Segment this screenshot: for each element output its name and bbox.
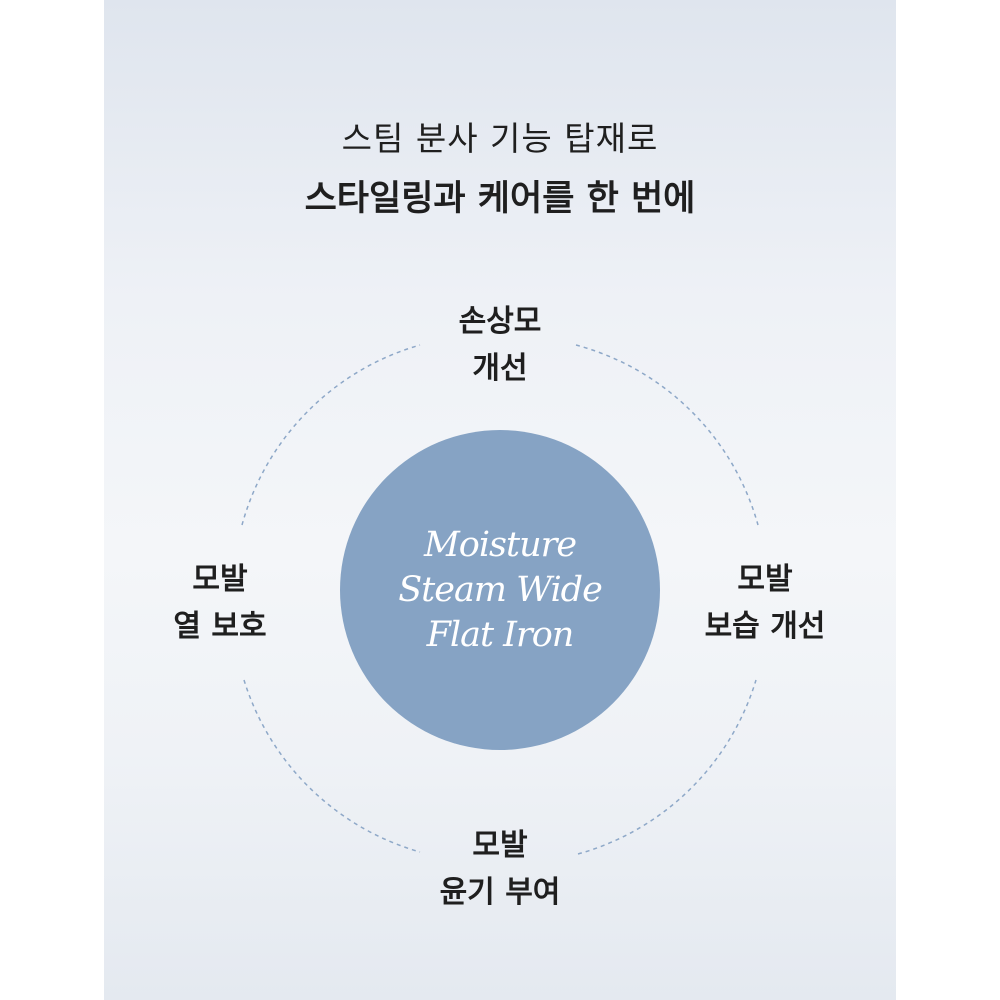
product-circle: Moisture Steam Wide Flat Iron bbox=[340, 430, 660, 750]
benefit-bottom-line-2: 윤기 부여 bbox=[439, 875, 561, 910]
benefit-top-line-1: 손상모 bbox=[458, 304, 542, 339]
product-name-line-1: Moisture bbox=[423, 524, 577, 565]
benefit-left-line-1: 모발 bbox=[192, 562, 248, 597]
headline-line-2: 스타일링과 케어를 한 번에 bbox=[304, 179, 696, 219]
benefit-moisture: 모발 보습 개선 bbox=[665, 556, 865, 650]
benefit-right-line-1: 모발 bbox=[737, 562, 793, 597]
benefit-heat-protection: 모발 열 보호 bbox=[120, 556, 320, 650]
benefit-bottom-line-1: 모발 bbox=[472, 828, 528, 863]
ring-arc-bottom-right bbox=[577, 679, 757, 855]
benefit-shine: 모발 윤기 부여 bbox=[400, 822, 600, 916]
headline-line-1: 스팀 분사 기능 탑재로 bbox=[341, 119, 659, 158]
ring-arc-bottom-left bbox=[243, 679, 421, 853]
benefit-left-line-2: 열 보호 bbox=[173, 609, 267, 644]
benefit-damaged-hair: 손상모 개선 bbox=[400, 298, 600, 392]
benefit-top-line-2: 개선 bbox=[472, 351, 528, 386]
ring-arc-top-left bbox=[241, 344, 421, 526]
benefit-right-line-2: 보습 개선 bbox=[704, 609, 826, 644]
product-name-line-3: Flat Iron bbox=[426, 614, 575, 655]
product-name-line-2: Steam Wide bbox=[398, 569, 603, 610]
